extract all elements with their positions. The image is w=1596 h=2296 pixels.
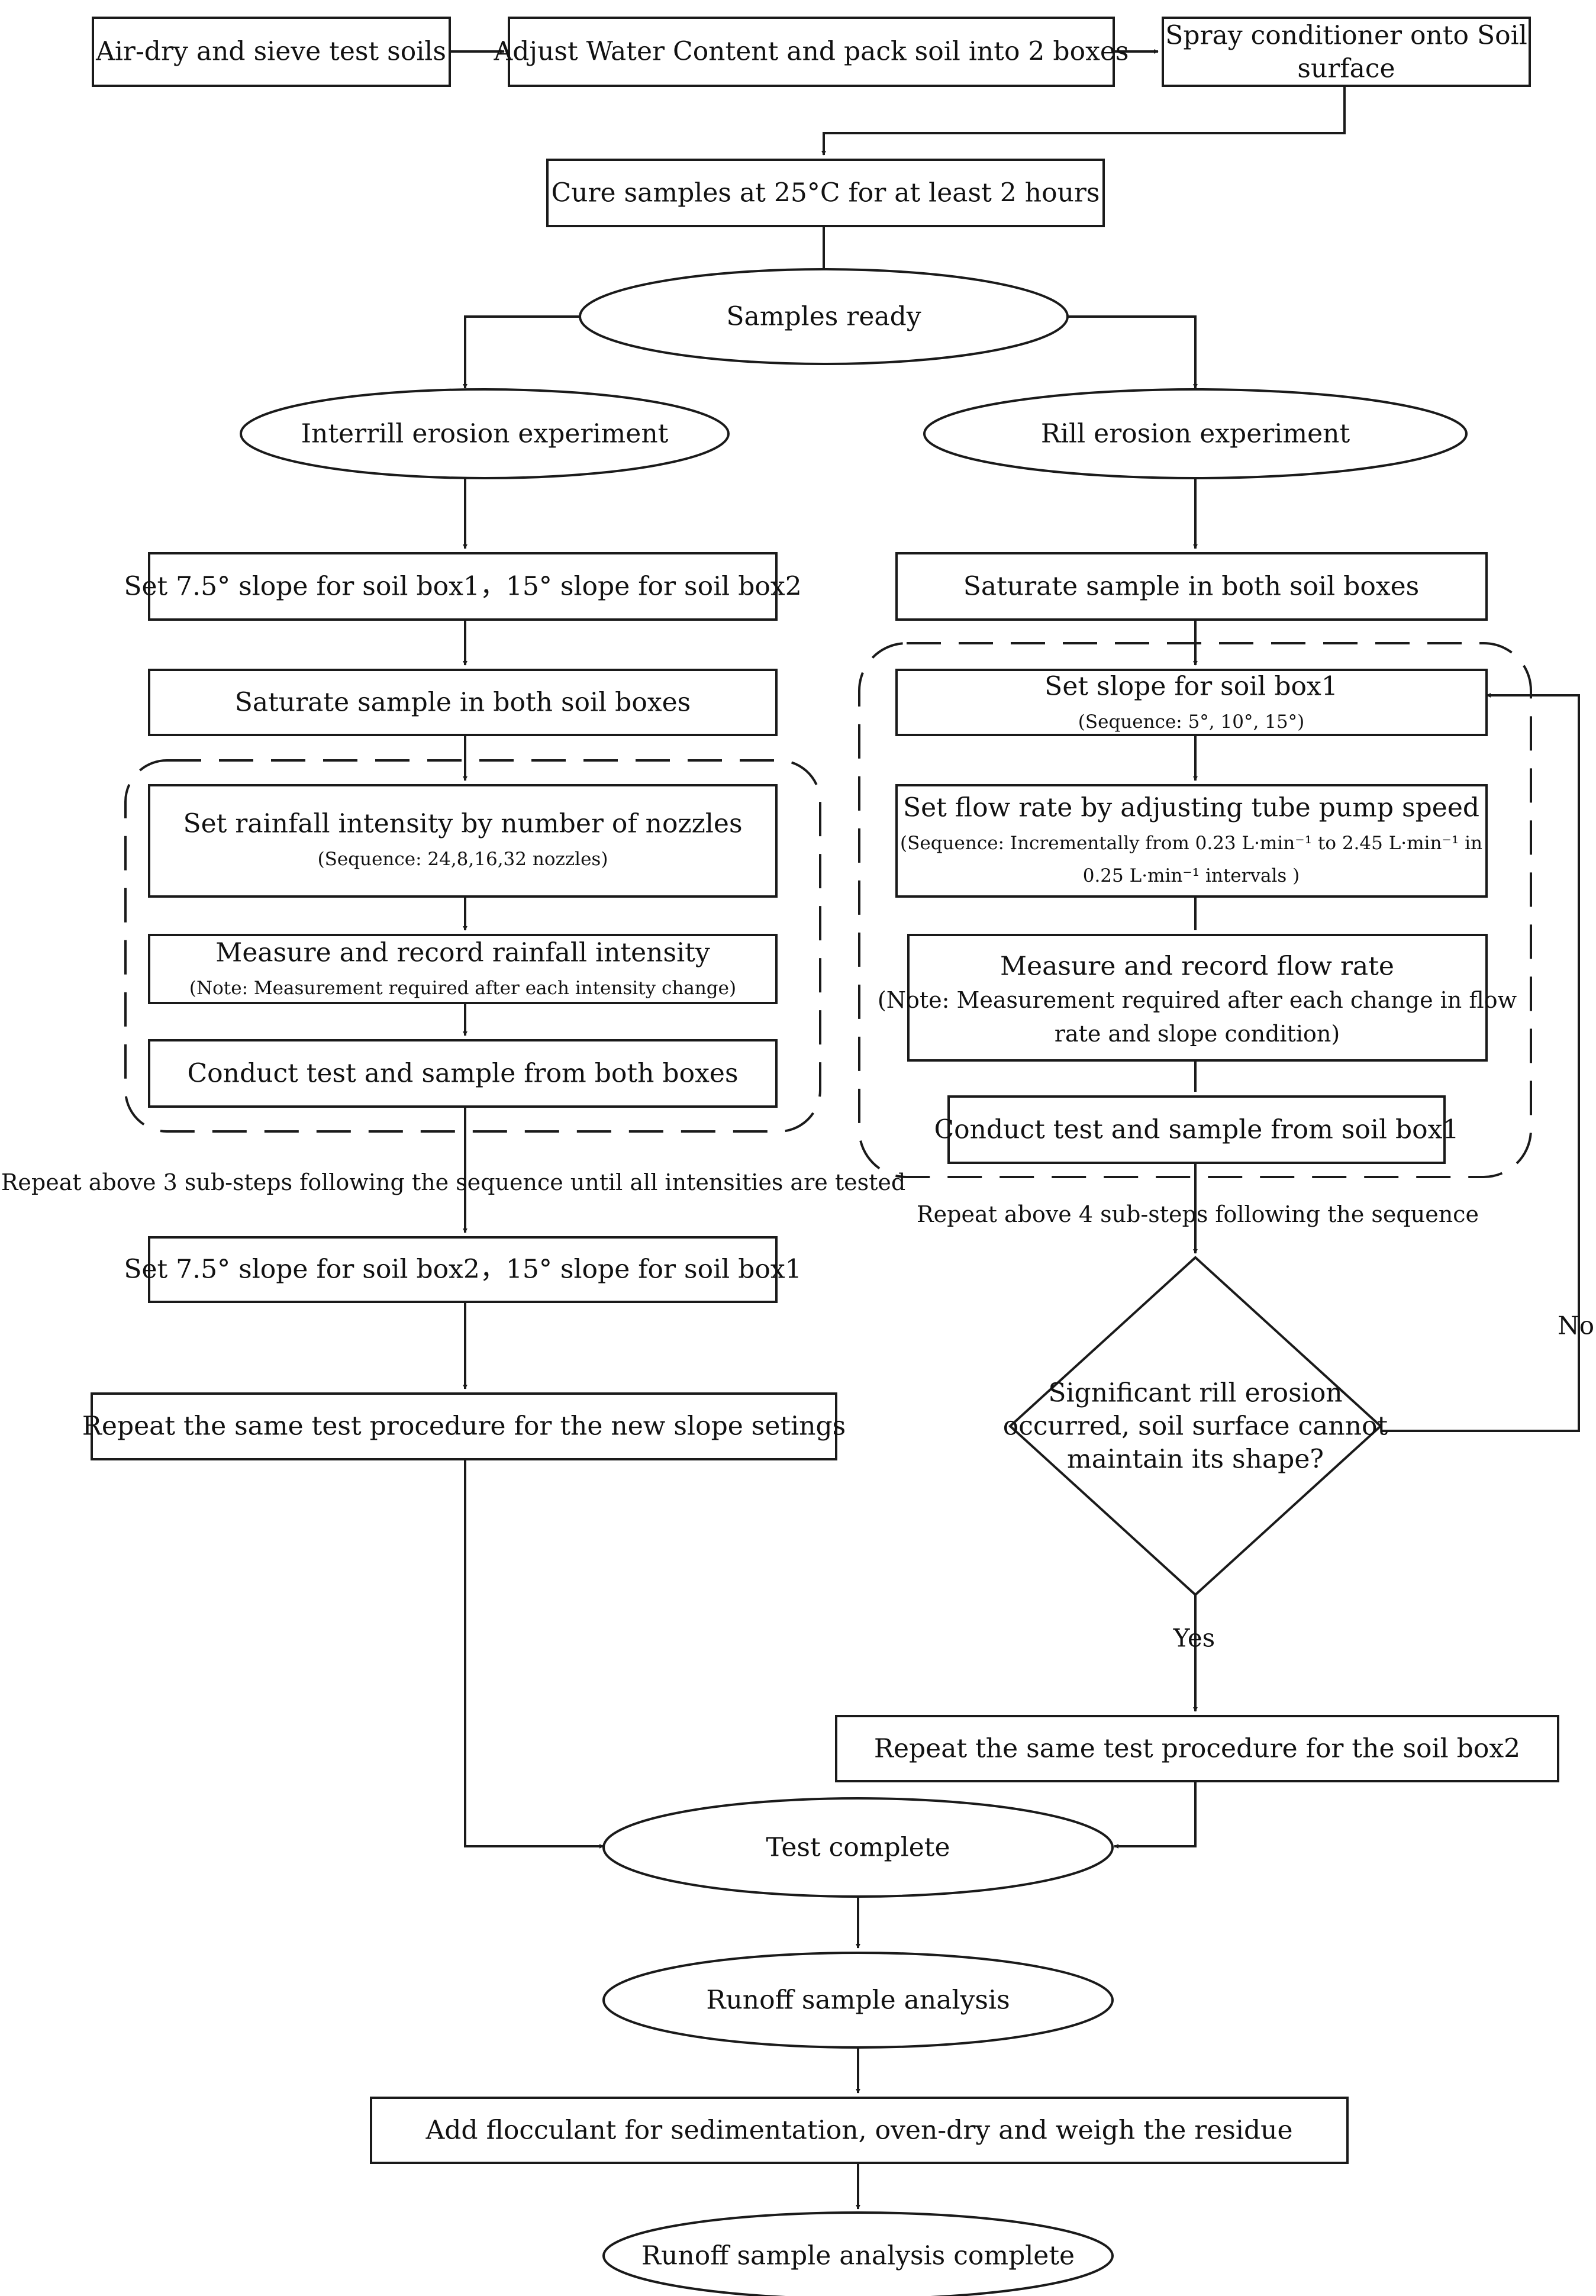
repeat-right-box <box>835 1715 1559 1782</box>
flow-set-title: Set flow rate by adjusting tube pump spe… <box>903 793 1479 823</box>
airdry-box <box>92 17 451 87</box>
rain-measure-title: Measure and record rainfall intensity <box>215 938 710 968</box>
decision-label-line3: maintain its shape? <box>1067 1444 1324 1475</box>
rain-measure-box <box>148 934 778 1004</box>
flow-set-box <box>895 784 1488 898</box>
flocculant-label: Add flocculant for sedimentation, oven-d… <box>425 2116 1292 2146</box>
test-complete-label: Test complete <box>766 1833 950 1863</box>
connectors <box>450 49 1580 2210</box>
spray-label-line2: surface <box>1297 54 1395 84</box>
flow-set-note-line2: 0.25 L·min⁻¹ intervals ) <box>1083 865 1300 886</box>
flow-measure-title: Measure and record flow rate <box>1000 952 1394 982</box>
arrow-ready-to-interrill <box>463 315 580 389</box>
saturate-left-box <box>148 669 778 736</box>
rain-measure-note: (Note: Measurement required after each i… <box>189 978 736 999</box>
rain-test-box <box>148 1039 778 1108</box>
rill-test-box <box>947 1095 1446 1164</box>
rill-ellipse <box>923 388 1468 479</box>
arrow-repeat-right-to-complete <box>1114 1781 1197 1849</box>
analysis-done-label: Runoff sample analysis complete <box>641 2241 1075 2271</box>
saturate-left-label: Saturate sample in both soil boxes <box>235 688 691 718</box>
no-label: No <box>1558 1311 1594 1340</box>
cure-label: Cure samples at 25°C for at least 2 hour… <box>551 178 1100 208</box>
slope-box1-box <box>895 669 1488 736</box>
runoff-ellipse <box>602 1952 1114 2049</box>
spray-box <box>1162 17 1531 87</box>
arrow-decision-no-to-slope-box1 <box>1381 693 1580 1432</box>
rill-test-label: Conduct test and sample from soil box1 <box>934 1115 1459 1145</box>
arrow-spray-to-cure <box>821 86 1346 156</box>
analysis-done-ellipse <box>602 2211 1114 2296</box>
slope-box1-note: (Sequence: 5°, 10°, 15°) <box>1078 711 1304 733</box>
arrow-repeat-left-to-complete <box>464 1459 604 1849</box>
flocculant-box <box>370 2097 1349 2164</box>
repeat-left-label: Repeat the same test procedure for the n… <box>82 1411 846 1442</box>
repeat-right-loop-label: Repeat above 4 sub-steps following the s… <box>917 1201 1479 1227</box>
rain-set-note: (Sequence: 24,8,16,32 nozzles) <box>318 849 608 870</box>
flow-set-note-line1: (Sequence: Incrementally from 0.23 L·min… <box>900 833 1482 854</box>
set-slope-a-box <box>148 552 778 621</box>
repeat-left-loop-label: Repeat above 3 sub-steps following the s… <box>1 1169 905 1195</box>
flow-measure-box <box>907 934 1488 1062</box>
flow-measure-note-line2: rate and slope condition) <box>1055 1021 1340 1047</box>
adjust-label: Adjust Water Content and pack soil into … <box>493 37 1129 67</box>
arrow-ready-to-rill <box>1068 315 1198 389</box>
rain-set-box <box>148 784 778 898</box>
slope-box1-title: Set slope for soil box1 <box>1044 672 1338 702</box>
samples-ready-label: Samples ready <box>726 302 921 332</box>
set-slope-b-label: Set 7.5° slope for soil box2，15° slope f… <box>124 1255 801 1285</box>
repeat-left-box <box>91 1392 837 1460</box>
rill-label: Rill erosion experiment <box>1041 419 1350 449</box>
decision-label-line1: Significant rill erosion <box>1048 1378 1342 1408</box>
cure-box <box>546 159 1105 227</box>
set-slope-a-label: Set 7.5° slope for soil box1，15° slope f… <box>124 572 801 602</box>
yes-label: Yes <box>1173 1624 1215 1653</box>
samples-ready-ellipse <box>579 268 1069 365</box>
decision-label-line2: occurred, soil surface cannot <box>1003 1411 1388 1442</box>
interrill-label: Interrill erosion experiment <box>301 419 669 449</box>
set-slope-b-box <box>148 1236 778 1303</box>
spray-label-line1: Spray conditioner onto Soil <box>1165 21 1527 51</box>
airdry-label: Air-dry and sieve test soils <box>95 37 446 67</box>
rainfall-loop-group <box>124 759 821 1133</box>
adjust-box <box>508 17 1115 87</box>
test-complete-ellipse <box>602 1797 1114 1898</box>
runoff-label: Runoff sample analysis <box>706 1985 1010 2016</box>
flow-measure-note-line1: (Note: Measurement required after each c… <box>878 987 1517 1013</box>
saturate-right-box <box>895 552 1488 621</box>
rain-set-title: Set rainfall intensity by number of nozz… <box>183 809 742 839</box>
saturate-right-label: Saturate sample in both soil boxes <box>963 572 1420 602</box>
interrill-ellipse <box>240 388 730 479</box>
rain-test-label: Conduct test and sample from both boxes <box>187 1059 738 1089</box>
repeat-right-label: Repeat the same test procedure for the s… <box>874 1734 1520 1764</box>
decision-diamond <box>1008 1256 1382 1597</box>
